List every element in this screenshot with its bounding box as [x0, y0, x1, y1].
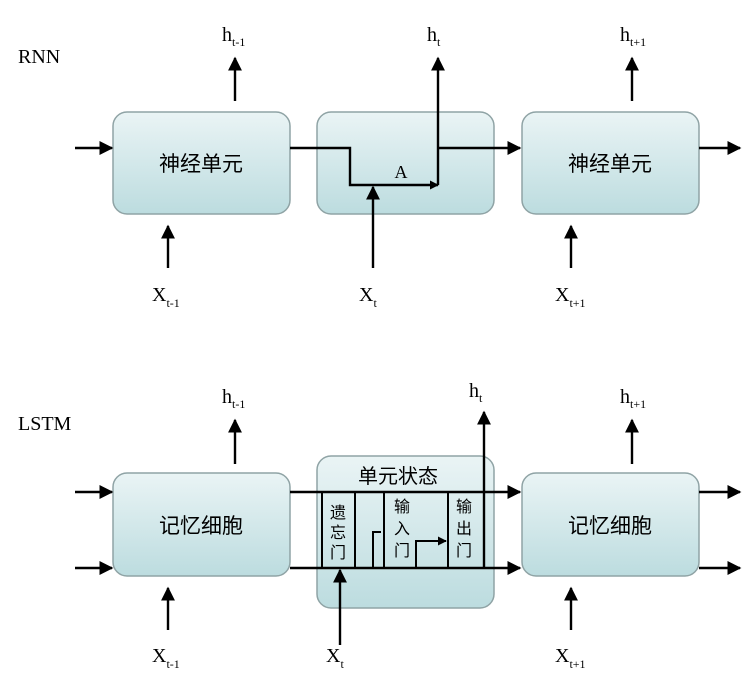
lstm-section-label: LSTM: [18, 413, 72, 435]
rnn-cell-left: [112, 111, 291, 215]
rnn-cell-left-label: 神经单元: [159, 152, 243, 176]
output-gate-char-1: 输: [456, 497, 472, 516]
lstm-cell-right-label: 记忆细胞: [568, 514, 652, 538]
rnn-cell-center: [316, 111, 495, 215]
output-gate-char-2: 出: [456, 519, 472, 538]
lstm-h-left-label: ht-1: [222, 386, 245, 411]
rnn-cell-center-label: A: [395, 162, 408, 182]
rnn-inner-flow-line: [290, 146, 439, 190]
rnn-x-right-label: Xt+1: [555, 284, 586, 310]
forget-gate: 遗 忘 门: [321, 492, 356, 568]
lstm-section: LSTM 记忆细胞 记忆细胞 单元状态 遗 忘 门 输 入 门: [18, 380, 742, 671]
input-gate-char-3: 门: [394, 541, 410, 560]
lstm-x-center-label: Xt: [326, 645, 344, 671]
rnn-cell-right: [521, 111, 700, 215]
rnn-h-center-label: ht: [427, 24, 441, 49]
input-gate-step-line: [372, 531, 381, 568]
input-gate: 输 入 门: [372, 492, 447, 568]
input-gate-arrow: [415, 536, 447, 568]
rnn-h-left-label: ht-1: [222, 24, 245, 49]
forget-gate-char-1: 遗: [330, 503, 346, 522]
lstm-cell-left-label: 记忆细胞: [159, 514, 243, 538]
rnn-cell-right-label: 神经单元: [568, 152, 652, 176]
lstm-cell-right: [521, 472, 700, 577]
input-gate-char-2: 入: [394, 519, 410, 538]
lstm-cell-left: [112, 472, 291, 577]
forget-gate-char-2: 忘: [330, 523, 346, 542]
lstm-h-right-label: ht+1: [620, 386, 646, 411]
lstm-x-left-label: Xt-1: [152, 645, 180, 671]
input-gate-char-1: 输: [394, 497, 410, 516]
rnn-x-left-label: Xt-1: [152, 284, 180, 310]
rnn-section: RNN 神经单元 神经单元 A ht-1 ht ht+1 Xt-1 Xt Xt+…: [18, 24, 742, 310]
lstm-cell-state-label: 单元状态: [358, 464, 438, 488]
rnn-section-label: RNN: [18, 46, 60, 68]
lstm-cell-center: [316, 455, 495, 609]
lstm-h-center-label: ht: [469, 380, 483, 405]
output-gate: 输 出 门: [447, 492, 472, 568]
lstm-x-right-label: Xt+1: [555, 645, 586, 671]
forget-gate-char-3: 门: [330, 543, 346, 562]
rnn-x-center-label: Xt: [359, 284, 377, 310]
output-gate-char-3: 门: [456, 541, 472, 560]
rnn-h-right-label: ht+1: [620, 24, 646, 49]
